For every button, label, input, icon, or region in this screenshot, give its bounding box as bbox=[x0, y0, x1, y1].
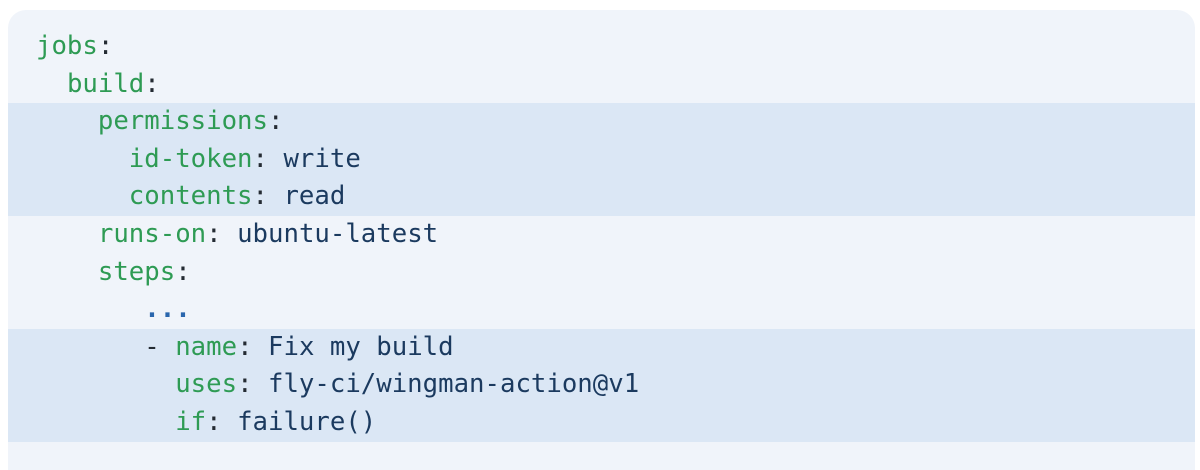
token-value: write bbox=[283, 143, 361, 174]
code-line: contents: read bbox=[8, 178, 1195, 216]
token-value: ubuntu-latest bbox=[237, 218, 439, 249]
code-line: - name: Fix my build bbox=[8, 328, 1195, 367]
code-line: uses: fly-ci/wingman-action@v1 bbox=[8, 366, 1195, 404]
token-ellipsis: ... bbox=[144, 294, 191, 325]
indent bbox=[36, 407, 175, 437]
indent bbox=[36, 257, 98, 287]
indent bbox=[36, 106, 98, 136]
indent bbox=[36, 181, 129, 211]
code-line: jobs: bbox=[8, 28, 1195, 66]
code-block: jobs: build: permissions: id-token: writ… bbox=[8, 28, 1195, 442]
token-key: name bbox=[175, 331, 238, 362]
token-value: failure() bbox=[237, 406, 377, 437]
code-line: permissions: bbox=[8, 103, 1195, 141]
token-punct: : bbox=[206, 218, 238, 249]
code-line: steps: bbox=[8, 254, 1195, 292]
token-key: jobs bbox=[36, 31, 98, 61]
token-punct: : bbox=[268, 106, 284, 137]
token-punct: : bbox=[97, 31, 114, 61]
token-key: uses bbox=[175, 369, 238, 400]
token-key: id-token bbox=[128, 143, 253, 174]
token-punct: - bbox=[144, 331, 176, 362]
indent bbox=[36, 294, 144, 324]
token-key: if bbox=[175, 406, 207, 437]
code-panel: jobs: build: permissions: id-token: writ… bbox=[8, 10, 1195, 470]
code-line: if: failure() bbox=[8, 403, 1195, 442]
code-line: runs-on: ubuntu-latest bbox=[8, 216, 1195, 254]
token-key: permissions bbox=[97, 106, 268, 137]
token-punct: : bbox=[237, 331, 269, 362]
token-key: runs-on bbox=[97, 218, 207, 249]
indent bbox=[36, 69, 67, 99]
indent bbox=[36, 219, 98, 249]
token-value: read bbox=[283, 181, 346, 212]
token-key: build bbox=[66, 68, 145, 99]
code-line: id-token: write bbox=[8, 140, 1195, 179]
indent bbox=[36, 332, 144, 362]
token-punct: : bbox=[175, 256, 191, 287]
token-key: contents bbox=[128, 181, 253, 212]
code-line: build: bbox=[8, 66, 1195, 104]
token-punct: : bbox=[237, 369, 268, 400]
token-punct: : bbox=[252, 143, 284, 174]
token-punct: : bbox=[144, 68, 160, 99]
code-line: ... bbox=[8, 291, 1195, 329]
token-value: Fix my build bbox=[268, 331, 454, 362]
indent bbox=[36, 144, 129, 174]
token-value: fly-ci/wingman-action@v1 bbox=[268, 369, 640, 400]
token-punct: : bbox=[252, 181, 284, 212]
indent bbox=[36, 369, 175, 399]
token-punct: : bbox=[206, 406, 238, 437]
token-key: steps bbox=[97, 256, 176, 287]
